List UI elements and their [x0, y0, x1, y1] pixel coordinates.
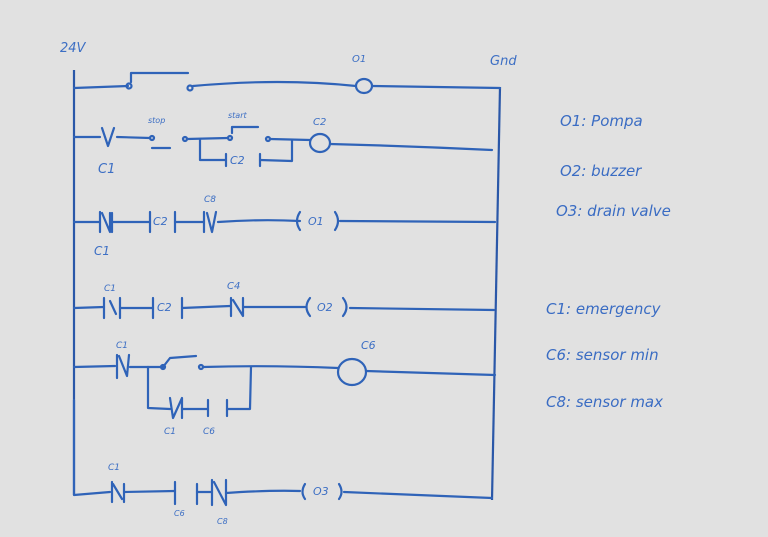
rung-4-c4-label: C4 [227, 281, 241, 292]
rung-6-c6-label: C6 [174, 509, 185, 518]
no-contact-icon [173, 480, 199, 506]
nc-contact-icon [202, 210, 218, 234]
parallel-no-contact-icon [206, 398, 229, 418]
legend-output-o2: O2: buzzer [560, 162, 642, 180]
rung-3-c2-label: C2 [153, 215, 168, 228]
rung-3-c1-label: C1 [94, 244, 111, 258]
rung-4-c1-label: C1 [104, 284, 117, 294]
coil-circle-icon [336, 357, 368, 387]
nc-contact-icon [110, 480, 126, 504]
coil-circle-icon [354, 77, 374, 95]
rung-5-coil-label: C6 [361, 339, 376, 352]
rung-4-c2-label: C2 [157, 301, 172, 314]
legend-output-o1: O1: Pompa [560, 112, 643, 130]
rung-1 [72, 71, 502, 95]
rung-3-c8-label: C8 [204, 195, 217, 205]
nc-contact-icon [100, 126, 116, 148]
rung-6-c8-label: C8 [217, 517, 228, 526]
rung-2-stop-label: stop [148, 116, 166, 125]
rung-5 [72, 353, 497, 420]
rung-4 [72, 296, 496, 320]
rung-4-coil-label: O2 [317, 301, 333, 314]
nc-contact-icon [102, 296, 122, 320]
legend-input-c8: C8: sensor max [546, 393, 663, 411]
output-coil-icon [301, 482, 343, 501]
nc-contact-icon [115, 353, 131, 380]
rung-5-c1-label: C1 [116, 341, 129, 351]
output-coil-icon [295, 210, 340, 232]
rung-6-coil-label: O3 [313, 485, 329, 498]
nc-contact-icon [210, 478, 228, 507]
legend-input-c6: C6: sensor min [546, 346, 659, 364]
start-pushbutton-icon [230, 125, 260, 135]
coil-circle-icon [308, 132, 332, 154]
legend-output-o3: O3: drain valve [556, 202, 671, 220]
pushbutton-actuator-icon [129, 71, 190, 84]
rung-2-c1-label: C1 [98, 162, 116, 177]
rung-6-c1-label: C1 [108, 463, 121, 473]
nc-contact-icon [98, 210, 114, 234]
rung-2-seal-label: C2 [230, 154, 245, 167]
rung-1-coil-label: O1 [352, 54, 367, 65]
parallel-nc-contact-icon [168, 396, 184, 420]
no-switch-icon [146, 354, 198, 369]
legend-input-c1: C1: emergency [546, 300, 661, 318]
nc-contact-icon [229, 296, 245, 318]
rung-3 [72, 210, 497, 234]
rung-5-parallel-c1-label: C1 [164, 427, 177, 437]
right-rail-label: Gnd [490, 54, 517, 69]
rung-2-coil-label: C2 [313, 117, 327, 128]
rung-2-start-label: start [228, 111, 247, 120]
rung-6 [72, 398, 494, 507]
rung-2 [72, 125, 494, 168]
rung-5-parallel-c6-label: C6 [203, 427, 216, 437]
right-ground-rail [490, 86, 502, 501]
output-coil-icon [305, 296, 348, 318]
left-rail-label: 24V [60, 41, 86, 56]
rung-3-coil-label: O1 [308, 215, 324, 228]
